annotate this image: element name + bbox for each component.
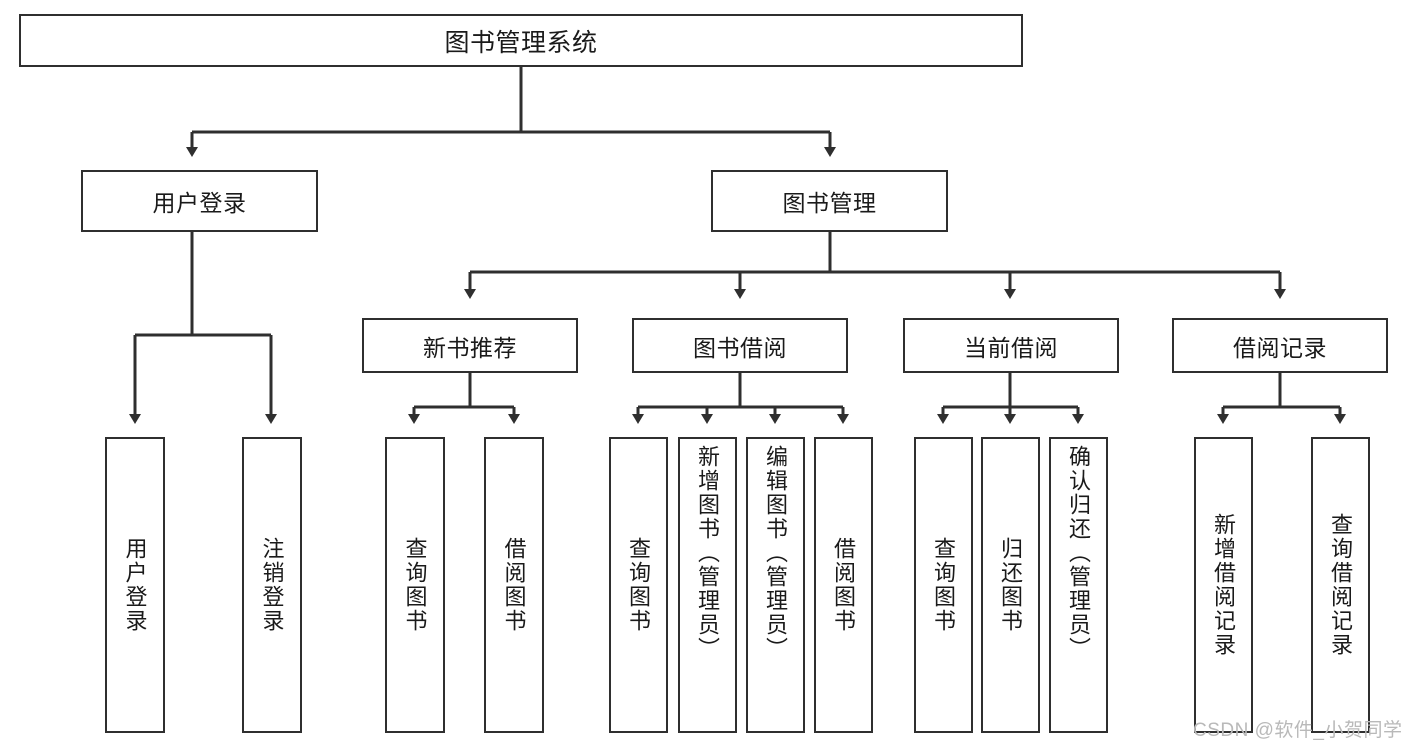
node-label: 新增借阅记录: [1211, 513, 1237, 657]
node-label: 图书借阅: [693, 334, 787, 361]
node-label: 查询图书: [626, 537, 652, 633]
node-borrow-record[interactable]: 借阅记录: [1172, 318, 1388, 373]
node-book-management[interactable]: 图书管理: [711, 170, 948, 232]
leaf-book-borrow-borrow-book[interactable]: 借阅图书: [814, 437, 873, 733]
leaf-borrow-record-add-record[interactable]: 新增借阅记录: [1194, 437, 1253, 733]
node-label: 用户登录: [152, 190, 247, 216]
node-label: 借阅图书: [831, 537, 857, 633]
node-label: 查询图书: [931, 537, 957, 633]
leaf-current-borrow-confirm-return-admin[interactable]: 确认归还（管理员）: [1049, 437, 1108, 733]
leaf-book-borrow-edit-book-admin[interactable]: 编辑图书（管理员）: [746, 437, 805, 733]
leaf-current-borrow-query-book[interactable]: 查询图书: [914, 437, 973, 733]
node-label: 新增图书（管理员）: [695, 445, 721, 661]
node-book-borrow[interactable]: 图书借阅: [632, 318, 848, 373]
leaf-user-login-login[interactable]: 用户登录: [105, 437, 165, 733]
leaf-book-borrow-query-book[interactable]: 查询图书: [609, 437, 668, 733]
node-root-system[interactable]: 图书管理系统: [19, 14, 1023, 67]
leaf-new-book-borrow-book[interactable]: 借阅图书: [484, 437, 544, 733]
node-label: 当前借阅: [964, 334, 1058, 361]
node-label: 借阅图书: [501, 537, 527, 633]
node-new-book-recommend[interactable]: 新书推荐: [362, 318, 578, 373]
node-label: 确认归还（管理员）: [1066, 445, 1092, 661]
csdn-watermark: CSDN @软件_小贺同学: [1193, 720, 1403, 741]
node-current-borrow[interactable]: 当前借阅: [903, 318, 1119, 373]
leaf-new-book-query-book[interactable]: 查询图书: [385, 437, 445, 733]
node-label: 用户登录: [122, 537, 148, 633]
node-label: 新书推荐: [423, 334, 517, 361]
leaf-user-login-logout[interactable]: 注销登录: [242, 437, 302, 733]
node-label: 查询图书: [402, 537, 428, 633]
node-label: 借阅记录: [1233, 334, 1327, 361]
node-user-login[interactable]: 用户登录: [81, 170, 318, 232]
leaf-current-borrow-return-book[interactable]: 归还图书: [981, 437, 1040, 733]
node-label: 图书管理系统: [444, 28, 598, 57]
leaf-book-borrow-add-book-admin[interactable]: 新增图书（管理员）: [678, 437, 737, 733]
node-label: 查询借阅记录: [1328, 513, 1354, 657]
node-label: 图书管理: [782, 190, 877, 216]
node-label: 编辑图书（管理员）: [763, 445, 789, 661]
leaf-borrow-record-query-record[interactable]: 查询借阅记录: [1311, 437, 1370, 733]
node-label: 归还图书: [998, 537, 1024, 633]
node-label: 注销登录: [259, 537, 285, 633]
